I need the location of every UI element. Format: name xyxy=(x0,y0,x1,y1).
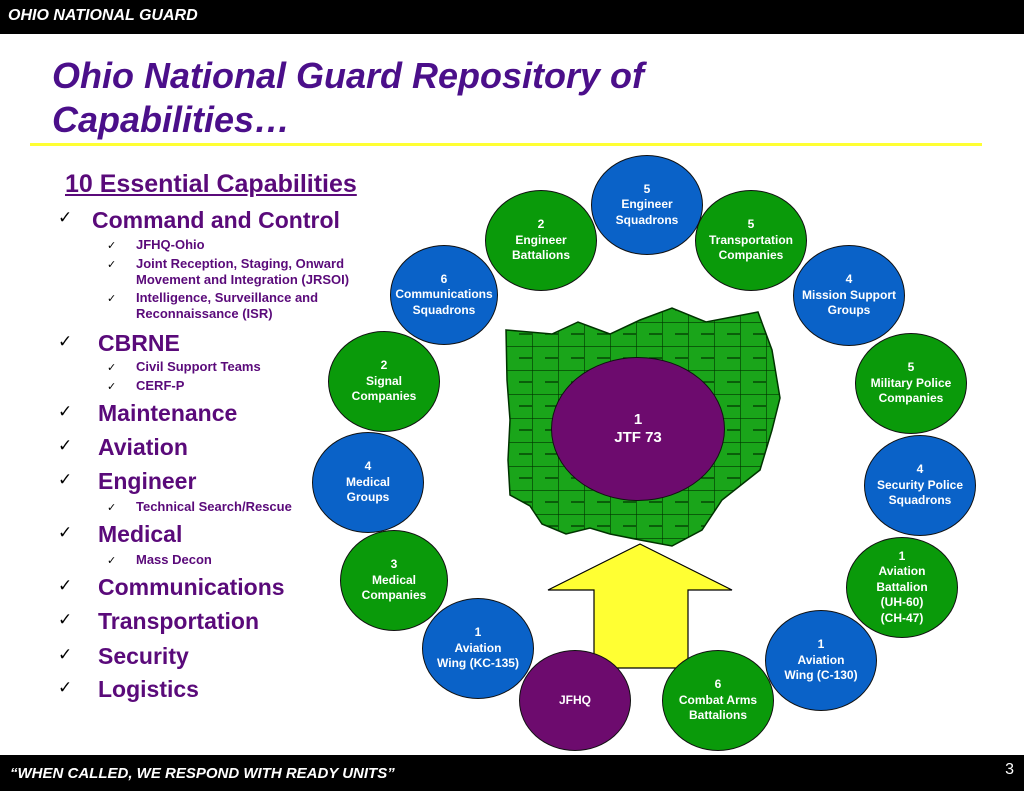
check-icon: ✓ xyxy=(58,610,73,629)
sub-capability: Civil Support Teams xyxy=(136,359,261,374)
unit-mission-support-groups: 4 Mission Support Groups xyxy=(793,245,905,346)
check-icon: ✓ xyxy=(58,436,73,455)
capabilities-heading: 10 Essential Capabilities xyxy=(65,170,357,198)
unit-engineer-squadrons: 5 Engineer Squadrons xyxy=(591,155,703,255)
check-icon: ✓ xyxy=(107,240,117,252)
top-banner: OHIO NATIONAL GUARD xyxy=(0,0,1024,34)
capability-cbrne: CBRNE xyxy=(98,330,180,356)
check-icon: ✓ xyxy=(58,402,73,421)
unit-aviation-wing-kc-135: 1 Aviation Wing (KC-135) xyxy=(422,598,534,699)
title-underline xyxy=(30,143,982,146)
check-icon: ✓ xyxy=(58,576,73,595)
check-icon: ✓ xyxy=(58,332,73,351)
check-icon: ✓ xyxy=(107,381,117,393)
unit-jfhq: JFHQ xyxy=(519,650,631,751)
title-line-2: Capabilities… xyxy=(52,99,291,140)
slide-title: Ohio National Guard Repository of Capabi… xyxy=(52,54,852,142)
capability-communications: Communications xyxy=(98,574,285,600)
title-line-1: Ohio National Guard Repository of xyxy=(52,55,645,96)
check-icon: ✓ xyxy=(58,470,73,489)
capability-medical: Medical xyxy=(98,521,183,547)
sub-capability: JFHQ-Ohio xyxy=(136,237,205,252)
sub-capability: Mass Decon xyxy=(136,552,212,567)
unit-aviation-wing-c-130: 1 Aviation Wing (C-130) xyxy=(765,610,877,711)
check-icon: ✓ xyxy=(107,293,117,305)
unit-security-police-squadrons: 4 Security Police Squadrons xyxy=(864,435,976,536)
check-icon: ✓ xyxy=(107,362,117,374)
unit-transportation-companies: 5 Transportation Companies xyxy=(695,190,807,291)
capability-aviation: Aviation xyxy=(98,434,188,460)
unit-communications-squadrons: 6 Communications Squadrons xyxy=(390,245,498,345)
capability-logistics: Logistics xyxy=(98,676,199,702)
jtf-73-center: 1 JTF 73 xyxy=(551,357,725,501)
org-name: OHIO NATIONAL GUARD xyxy=(8,7,198,24)
check-icon: ✓ xyxy=(107,555,117,567)
check-icon: ✓ xyxy=(107,259,117,271)
unit-military-police-companies: 5 Military Police Companies xyxy=(855,333,967,434)
capability-security: Security xyxy=(98,643,189,669)
unit-combat-arms-battalions: 6 Combat Arms Battalions xyxy=(662,650,774,751)
sub-capability: CERF-P xyxy=(136,378,185,393)
check-icon: ✓ xyxy=(58,678,73,697)
check-icon: ✓ xyxy=(58,208,73,227)
capability-engineer: Engineer xyxy=(98,468,197,494)
capability-transportation: Transportation xyxy=(98,608,260,634)
page-number: 3 xyxy=(1005,761,1014,778)
unit-engineer-battalions: 2 Engineer Battalions xyxy=(485,190,597,291)
unit-signal-companies: 2 Signal Companies xyxy=(328,331,440,432)
capability-command-and-control: Command and Control xyxy=(92,207,340,233)
check-icon: ✓ xyxy=(107,502,117,514)
slogan: “WHEN CALLED, WE RESPOND WITH READY UNIT… xyxy=(10,765,395,782)
unit-medical-groups: 4 Medical Groups xyxy=(312,432,424,533)
sub-capability: Technical Search/Rescue xyxy=(136,499,292,514)
capability-maintenance: Maintenance xyxy=(98,400,238,426)
bottom-banner: “WHEN CALLED, WE RESPOND WITH READY UNIT… xyxy=(0,755,1024,791)
check-icon: ✓ xyxy=(58,645,73,664)
check-icon: ✓ xyxy=(58,523,73,542)
unit-medical-companies: 3 Medical Companies xyxy=(340,530,448,631)
sub-capability: Intelligence, Surveillance and Reconnais… xyxy=(136,290,319,321)
sub-capability: Joint Reception, Staging, Onward Movemen… xyxy=(136,256,350,287)
up-arrow xyxy=(547,543,733,669)
unit-aviation-battalion: 1 Aviation Battalion (UH-60) (CH-47) xyxy=(846,537,958,638)
